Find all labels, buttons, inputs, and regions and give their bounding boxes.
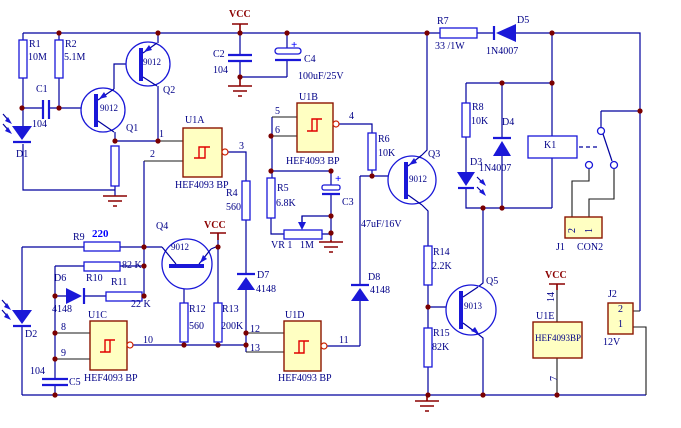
capacitor-c1: [41, 100, 51, 119]
resistor-r10: [83, 261, 121, 272]
resistor-r14: [423, 245, 433, 286]
transistor-q4: [161, 238, 213, 290]
capacitor-c4: [274, 47, 302, 62]
transistor-q2: [125, 41, 171, 87]
relay-k1: [527, 135, 578, 159]
resistor-r2: [54, 39, 64, 79]
resistor-r11: [105, 291, 143, 302]
connector-j2: [607, 302, 634, 335]
vcc-symbols: [210, 23, 565, 290]
capacitor-c3: [321, 184, 341, 196]
transistor-q3: [387, 154, 437, 206]
ground-main: [415, 395, 439, 412]
diode-d6: [66, 288, 86, 304]
vr1-wiper-arrow: [298, 222, 306, 230]
diode-d7: [237, 272, 255, 290]
resistor-r6: [367, 132, 377, 171]
resistor-r8: [461, 102, 471, 138]
transistors: [80, 41, 497, 336]
ground-c3: [319, 240, 343, 253]
photodiode-d1: [2, 113, 32, 144]
gate-u1d: [283, 320, 328, 372]
ic-power-u1e: [532, 321, 583, 359]
resistor-r3: [110, 145, 120, 187]
transistor-q5: [445, 284, 497, 336]
pin-stub-layer: [55, 116, 647, 395]
ground-r3: [103, 195, 127, 207]
transistor-q1: [80, 87, 126, 133]
ground-symbols: [103, 77, 439, 412]
resistor-r13: [213, 302, 223, 343]
vcc-symbol-u1e: [549, 283, 565, 290]
photodiode-d2: [1, 299, 32, 328]
resistor-r1: [18, 39, 28, 79]
capacitor-c5: [42, 377, 68, 387]
resistor-r15: [423, 327, 433, 368]
diode-d8: [351, 283, 369, 301]
resistor-r12: [179, 302, 189, 343]
gate-u1a: [182, 127, 229, 178]
diode-d4: [493, 136, 511, 156]
capacitor-c2: [228, 53, 252, 63]
led-d3: [457, 172, 486, 196]
diode-d5: [492, 24, 516, 42]
relay-switch-contacts: [584, 126, 619, 170]
resistor-r4: [241, 180, 251, 221]
resistor-r5: [266, 177, 276, 219]
connector-j1: [564, 216, 603, 239]
ground-c2: [228, 77, 252, 97]
gate-u1b: [296, 102, 340, 153]
resistors: [18, 27, 478, 368]
vcc-symbol-mid: [210, 232, 226, 240]
gate-u1c: [89, 320, 134, 371]
resistor-r9: [83, 241, 121, 252]
diodes: [1, 24, 516, 328]
resistor-r7: [439, 27, 478, 39]
capacitors: [41, 47, 341, 387]
ic-gates: [89, 102, 583, 372]
junction-dots: [19, 30, 643, 398]
potentiometer-vr1: [283, 229, 323, 240]
